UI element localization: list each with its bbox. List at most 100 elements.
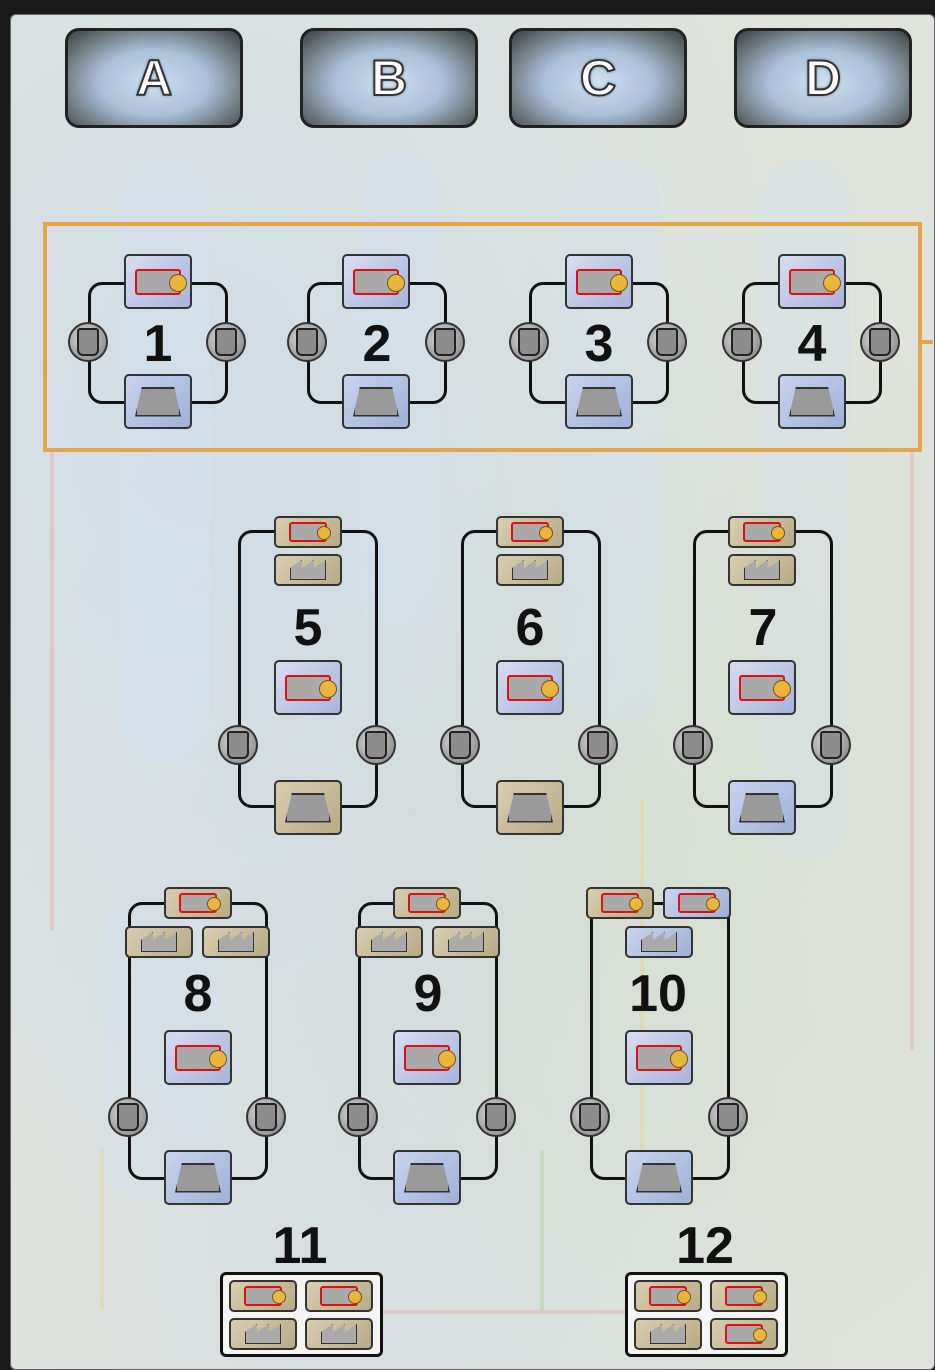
basin-label: C [579,49,617,107]
factory-icon [218,932,254,952]
dam-slot[interactable] [728,780,796,835]
conduit-slot[interactable] [108,1097,148,1137]
factory-icon [371,932,407,952]
conduit-slot[interactable] [338,1097,378,1137]
factory-slot[interactable] [125,926,193,958]
dam-slot[interactable] [164,1150,232,1205]
conduit-slot[interactable] [509,322,549,362]
powerhouse-slot[interactable] [778,254,846,309]
powerhouse-slot[interactable] [274,660,342,715]
factory-slot[interactable] [625,926,693,958]
track-line [640,800,644,1200]
factory-icon [744,560,780,580]
conduit-slot[interactable] [811,725,851,765]
conduit-slot[interactable] [287,322,327,362]
powerhouse-icon [507,674,559,701]
conduit-slot[interactable] [356,725,396,765]
powerhouse-slot[interactable] [663,887,731,919]
dam-slot[interactable] [274,780,342,835]
powerhouse-icon [601,893,643,913]
powerhouse-slot[interactable] [393,887,461,919]
factory-slot[interactable] [229,1318,297,1350]
factory-slot[interactable] [634,1318,702,1350]
basin-label: A [135,49,173,107]
conduit-slot[interactable] [647,322,687,362]
powerhouse-slot[interactable] [634,1280,702,1312]
basin-d[interactable]: D [734,28,912,128]
powerhouse-icon [725,1324,767,1344]
powerhouse-slot[interactable] [496,516,564,548]
factory-slot[interactable] [274,554,342,586]
powerhouse-icon [135,268,187,295]
conduit-slot[interactable] [425,322,465,362]
conduit-slot[interactable] [218,725,258,765]
conduit-slot[interactable] [578,725,618,765]
factory-slot[interactable] [432,926,500,958]
conduit-slot[interactable] [246,1097,286,1137]
powerhouse-icon [576,268,628,295]
powerhouse-slot[interactable] [342,254,410,309]
area-number: 9 [413,965,443,1023]
factory-slot[interactable] [202,926,270,958]
powerhouse-icon [678,893,720,913]
conduit-slot[interactable] [206,322,246,362]
factory-slot[interactable] [355,926,423,958]
dam-slot[interactable] [625,1150,693,1205]
powerhouse-slot[interactable] [164,1030,232,1085]
powerhouse-slot[interactable] [305,1280,373,1312]
factory-icon [321,1324,357,1344]
dam-slot[interactable] [342,374,410,429]
powerhouse-icon [743,522,785,542]
river-background [560,160,660,720]
conduit-slot[interactable] [476,1097,516,1137]
dam-slot[interactable] [124,374,192,429]
powerhouse-slot[interactable] [274,516,342,548]
dam-slot[interactable] [393,1150,461,1205]
track-line [540,1150,544,1310]
basin-c[interactable]: C [509,28,687,128]
track-line [910,450,914,1050]
powerhouse-slot[interactable] [728,660,796,715]
dam-slot[interactable] [778,374,846,429]
conduit-slot[interactable] [708,1097,748,1137]
factory-slot[interactable] [728,554,796,586]
powerhouse-icon [175,1044,227,1071]
powerhouse-slot[interactable] [710,1280,778,1312]
area-number: 2 [362,315,392,373]
area-number: 10 [629,965,687,1023]
powerhouse-slot[interactable] [229,1280,297,1312]
dam-slot[interactable] [496,780,564,835]
factory-slot[interactable] [496,554,564,586]
powerhouse-slot[interactable] [393,1030,461,1085]
factory-icon [141,932,177,952]
conduit-slot[interactable] [860,322,900,362]
powerhouse-icon [244,1286,286,1306]
powerhouse-slot[interactable] [496,660,564,715]
powerhouse-slot[interactable] [728,516,796,548]
powerhouse-icon [404,1044,456,1071]
factory-icon [641,932,677,952]
factory-icon [512,560,548,580]
dam-icon [285,792,331,823]
powerhouse-icon [353,268,405,295]
conduit-slot[interactable] [722,322,762,362]
conduit-slot[interactable] [570,1097,610,1137]
conduit-slot[interactable] [68,322,108,362]
area-number: 11 [272,1217,328,1275]
powerhouse-icon [408,893,450,913]
powerhouse-icon [285,674,337,701]
factory-slot[interactable] [305,1318,373,1350]
powerhouse-slot[interactable] [625,1030,693,1085]
conduit-slot[interactable] [673,725,713,765]
basin-a[interactable]: A [65,28,243,128]
dam-slot[interactable] [565,374,633,429]
powerhouse-slot[interactable] [565,254,633,309]
dam-icon [404,1162,450,1193]
powerhouse-slot[interactable] [124,254,192,309]
basin-b[interactable]: B [300,28,478,128]
powerhouse-slot[interactable] [164,887,232,919]
conduit-slot[interactable] [440,725,480,765]
powerhouse-slot[interactable] [586,887,654,919]
powerhouse-slot[interactable] [710,1318,778,1350]
area-number: 4 [797,315,827,373]
